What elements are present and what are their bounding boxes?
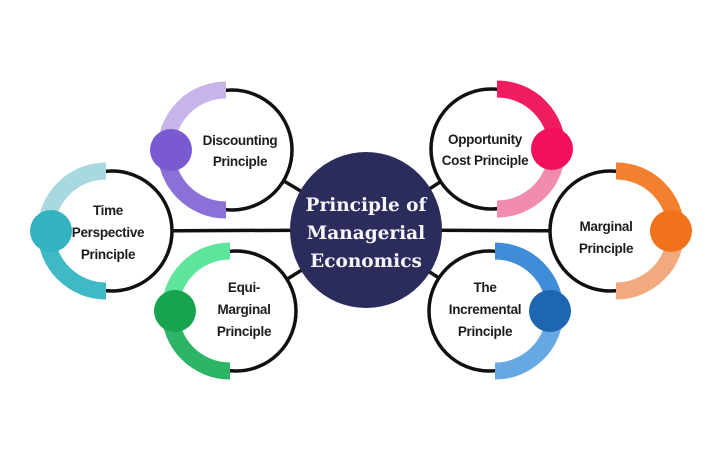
node-label-line: Marginal <box>579 219 632 234</box>
node-dot <box>30 210 72 252</box>
node-label-line: Time <box>93 203 124 218</box>
node-label-line: The <box>473 280 497 295</box>
center-title-line: Managerial <box>307 223 425 244</box>
node-dot <box>150 129 192 171</box>
node-label-line: Opportunity <box>448 132 523 147</box>
center-circle <box>290 152 442 308</box>
node-label-line: Principle <box>458 324 513 339</box>
node-label-line: Principle <box>217 324 272 339</box>
node-dot <box>154 290 196 332</box>
node-label-line: Perspective <box>72 225 145 240</box>
node-the-incremental-principle: The Incremental Principle <box>427 242 571 380</box>
node-equi-marginal-principle: Equi- Marginal Principle <box>154 242 298 380</box>
node-discounting-principle: Discounting Principle <box>150 81 294 219</box>
node-opportunity-cost-principle: Opportunity Cost Principle <box>429 80 573 218</box>
node-label-line: Cost Principle <box>442 153 529 168</box>
node-dot <box>531 128 573 170</box>
node-label-line: Discounting <box>203 133 278 148</box>
node-label-line: Incremental <box>449 302 521 317</box>
node-dot <box>529 290 571 332</box>
center-node: Principle of Managerial Economics <box>290 152 442 308</box>
node-label-line: Principle <box>81 247 136 262</box>
node-dot <box>650 210 692 252</box>
center-title-line: Principle of <box>306 195 428 216</box>
node-time-perspective-principle: Time Perspective Principle <box>30 162 174 300</box>
node-label-line: Principle <box>579 241 634 256</box>
node-label-line: Principle <box>213 154 268 169</box>
node-label-line: Equi- <box>228 280 260 295</box>
node-label-line: Marginal <box>217 302 270 317</box>
node-marginal-principle: Marginal Principle <box>548 162 692 300</box>
center-title-line: Economics <box>310 251 422 272</box>
